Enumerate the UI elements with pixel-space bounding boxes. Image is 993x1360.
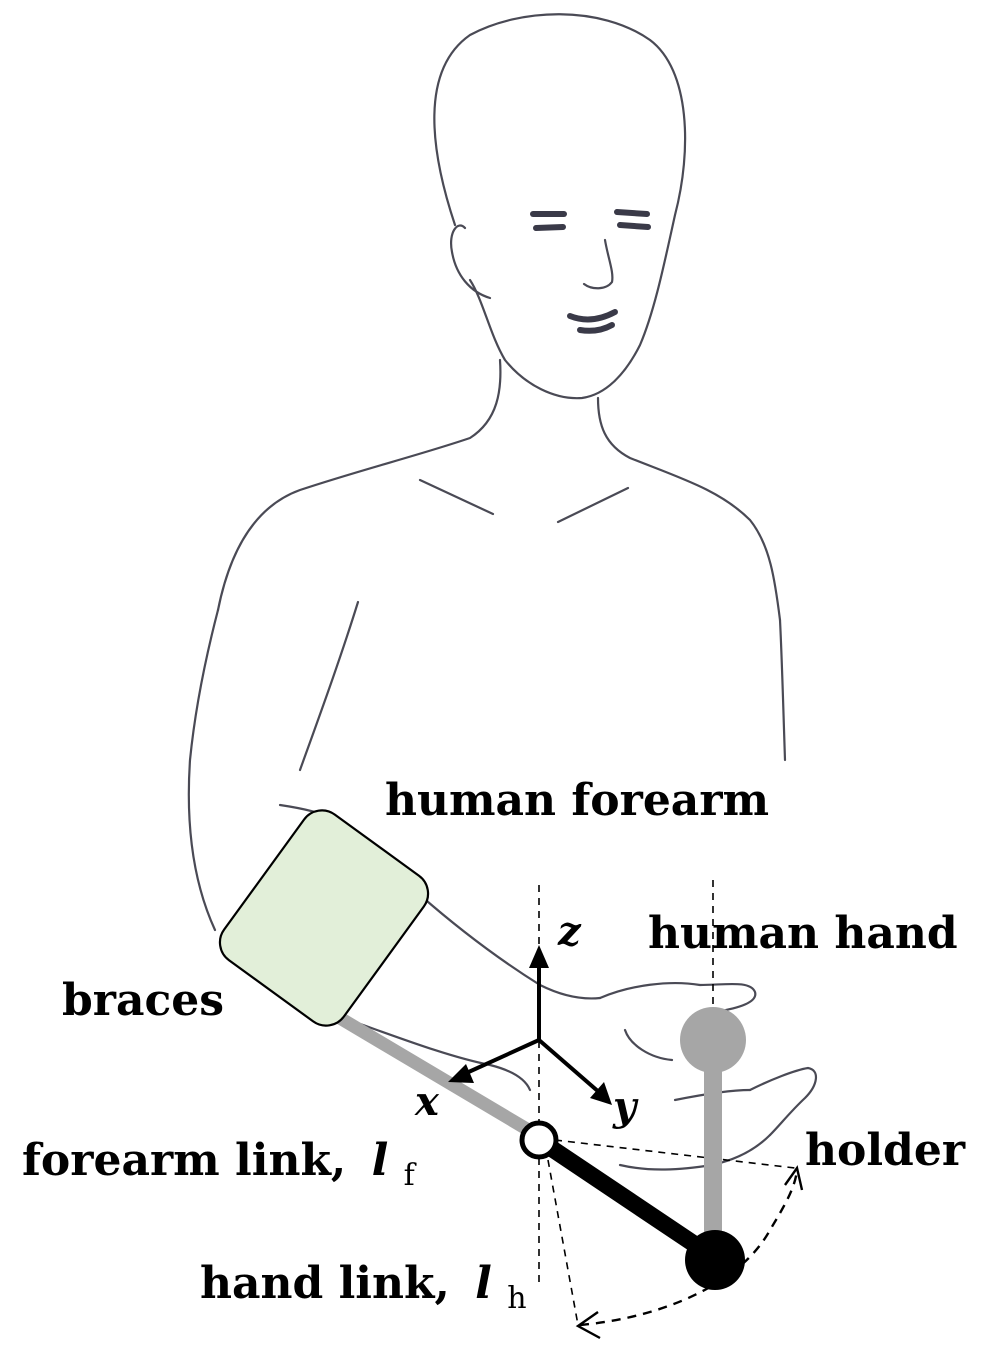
nose	[582, 238, 614, 290]
label-braces: braces	[62, 975, 224, 1026]
rotation-arcs	[575, 1165, 804, 1340]
right-eye	[614, 209, 650, 217]
x-axis-arrowhead	[448, 1064, 474, 1083]
neck-left	[216, 358, 502, 612]
head-outline	[433, 13, 687, 400]
neck-right	[596, 396, 782, 622]
forearm-link-subscript: f	[404, 1158, 417, 1193]
forearm-link	[311, 998, 532, 1135]
holder-stick	[704, 1040, 722, 1240]
hand-link	[530, 1131, 724, 1267]
mouth-lower	[577, 322, 615, 334]
left-arm-outer	[187, 608, 220, 932]
collarbone-left	[418, 478, 495, 516]
y-axis-label: y	[612, 1083, 639, 1130]
hand-link-subscript: h	[507, 1281, 526, 1316]
forearm-link-symbol: l	[372, 1135, 389, 1186]
ear-outline	[450, 224, 492, 300]
hand-thumb	[598, 982, 757, 1014]
holder	[680, 1007, 746, 1240]
z-axis-arrowhead	[529, 945, 549, 968]
hand-link-text: hand link,	[200, 1258, 450, 1309]
forearm-link-text: forearm link,	[22, 1135, 346, 1186]
y-axis	[537, 1038, 602, 1095]
hand-link-symbol: l	[475, 1258, 492, 1309]
collarbone-right	[556, 486, 630, 524]
left-eye-lower	[533, 224, 566, 231]
label-human-hand: human hand	[648, 908, 958, 959]
wrist-joint-black	[685, 1230, 745, 1290]
right-eye-lower	[617, 222, 651, 230]
hand-palm-bottom	[618, 1133, 772, 1171]
labels: human forearm human hand braces holder f…	[22, 775, 966, 1316]
forearm-top-edge	[418, 893, 602, 1000]
label-human-forearm: human forearm	[385, 775, 769, 826]
lower-reference-line	[547, 1159, 579, 1326]
coordinate-frame: z x y	[414, 908, 639, 1130]
hand-palm-top	[623, 1028, 674, 1062]
arc-arrowhead-top	[784, 1165, 804, 1191]
hand-fingers	[748, 1066, 817, 1137]
label-holder: holder	[805, 1125, 966, 1176]
braces-pad	[218, 809, 430, 1027]
holder-ball	[680, 1007, 746, 1073]
y-axis-arrowhead	[590, 1082, 612, 1105]
x-axis-label: x	[414, 1078, 440, 1125]
label-forearm-link: forearm link, l f	[22, 1135, 417, 1193]
x-axis	[461, 1038, 540, 1077]
z-axis-label: z	[557, 908, 582, 955]
mouth	[567, 309, 618, 323]
hand-rotation-arc	[579, 1169, 799, 1327]
left-arm-inner	[298, 600, 360, 772]
right-torso	[778, 618, 787, 762]
arc-arrowhead-bottom	[575, 1311, 601, 1340]
label-hand-link: hand link, l h	[200, 1258, 527, 1316]
holder-reference-line	[554, 1139, 796, 1169]
wrist-joint-white	[519, 1120, 559, 1160]
human-figure-sketch	[187, 13, 817, 1171]
